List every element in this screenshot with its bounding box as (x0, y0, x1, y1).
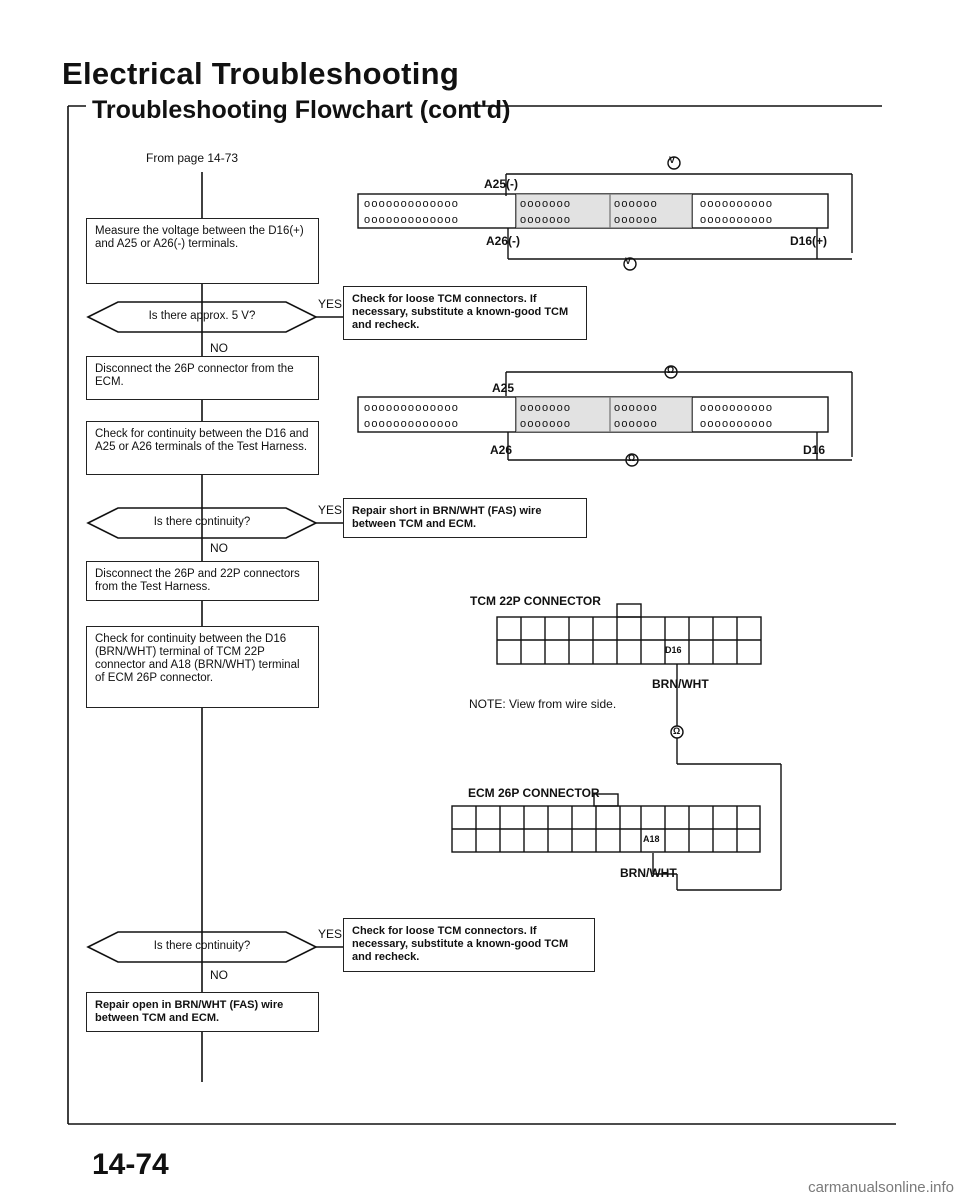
d2-ohmmeter-symbol-bottom: Ω (628, 453, 636, 463)
svg-text:oooooooooo: oooooooooo (700, 402, 773, 414)
svg-text:oooooooooo: oooooooooo (700, 198, 773, 210)
decision-continuity-1: Is there continuity? (153, 516, 251, 528)
step-disconnect-26p: Disconnect the 26P connector from the EC… (86, 356, 319, 400)
svg-text:ooooooo: ooooooo (520, 418, 571, 430)
step-measure-voltage: Measure the voltage between the D16(+) a… (86, 218, 319, 284)
decision-continuity-2: Is there continuity? (153, 940, 251, 952)
svg-text:oooooooooo: oooooooooo (700, 418, 773, 430)
wire-side-note: NOTE: View from wire side. (469, 697, 617, 711)
page-number: 14-74 (92, 1148, 169, 1181)
no-label-2: NO (210, 541, 228, 555)
svg-text:ooooooooooooo: ooooooooooooo (364, 402, 459, 414)
svg-text:oooooo: oooooo (614, 198, 658, 210)
ecm-connector-title: ECM 26P CONNECTOR (468, 786, 600, 800)
from-page-label: From page 14-73 (146, 151, 239, 165)
no-label-3: NO (210, 968, 228, 982)
ecm-pin-a18: A18 (643, 834, 660, 844)
decision-5v: Is there approx. 5 V? (148, 310, 256, 322)
svg-text:ooooooooooooo: ooooooooooooo (364, 214, 459, 226)
svg-text:ooooooooooooo: ooooooooooooo (364, 198, 459, 210)
tcm-pin-d16: D16 (665, 645, 682, 655)
section-subtitle: Troubleshooting Flowchart (cont'd) (92, 96, 511, 124)
d1-terminal-a26: A26(-) (486, 234, 521, 248)
d2-terminal-a26: A26 (490, 443, 513, 457)
svg-text:oooooo: oooooo (614, 418, 658, 430)
tcm-connector-title: TCM 22P CONNECTOR (470, 594, 601, 608)
action-check-tcm-2: Check for loose TCM connectors. If neces… (343, 918, 595, 972)
yes-label-1: YES (318, 297, 343, 311)
tcm-wire-color: BRN/WHT (652, 677, 709, 691)
watermark: carmanualsonline.info (808, 1179, 954, 1196)
svg-text:oooooooooo: oooooooooo (700, 214, 773, 226)
svg-text:ooooooo: ooooooo (520, 402, 571, 414)
d2-terminal-a25: A25 (492, 381, 515, 395)
ecm-wire-color: BRN/WHT (620, 866, 677, 880)
step-check-continuity-harness: Check for continuity between the D16 and… (86, 421, 319, 475)
svg-text:oooooo: oooooo (614, 402, 658, 414)
final-repair-open: Repair open in BRN/WHT (FAS) wire betwee… (86, 992, 319, 1032)
step-disconnect-26p-22p: Disconnect the 26P and 22P connectors fr… (86, 561, 319, 601)
d1-terminal-a25: A25(-) (484, 177, 519, 191)
no-label-1: NO (210, 341, 228, 355)
action-check-tcm-1: Check for loose TCM connectors. If neces… (343, 286, 587, 340)
d2-terminal-d16: D16 (803, 443, 826, 457)
action-repair-short: Repair short in BRN/WHT (FAS) wire betwe… (343, 498, 587, 538)
svg-text:ooooooooooooo: ooooooooooooo (364, 418, 459, 430)
yes-label-2: YES (318, 503, 343, 517)
d1-terminal-d16: D16(+) (790, 234, 828, 248)
svg-text:ooooooo: ooooooo (520, 214, 571, 226)
d1-voltmeter-symbol: V (669, 155, 676, 165)
yes-label-3: YES (318, 927, 343, 941)
d2-ohmmeter-symbol: Ω (667, 365, 675, 375)
d1-voltmeter-symbol-bottom: V (625, 256, 632, 266)
page-title: Electrical Troubleshooting (62, 56, 460, 91)
svg-text:oooooo: oooooo (614, 214, 658, 226)
step-check-continuity-d16-a18: Check for continuity between the D16 (BR… (86, 626, 319, 708)
svg-text:ooooooo: ooooooo (520, 198, 571, 210)
d3-ohmmeter-symbol: Ω (673, 726, 681, 736)
